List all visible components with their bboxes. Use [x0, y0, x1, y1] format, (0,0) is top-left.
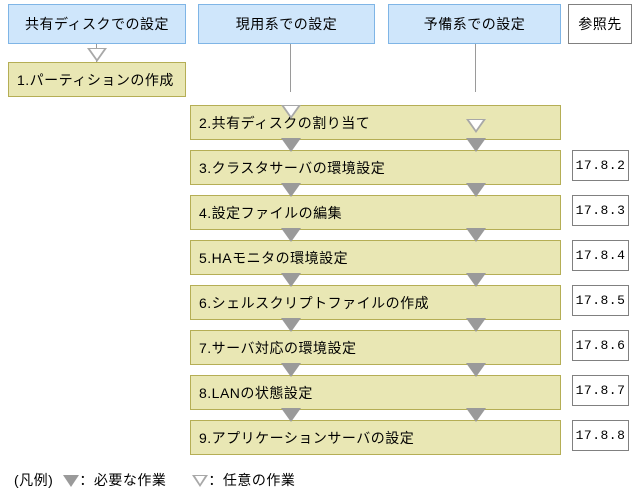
reference-box-5[interactable]: 17.8.4: [572, 240, 629, 271]
filled-down-triangle-icon-standby-5-6: [466, 273, 486, 287]
legend-required-label: ：必要な作業: [79, 472, 167, 488]
column-header-label: 現用系での設定: [235, 16, 338, 32]
reference-label: 17.8.5: [575, 293, 626, 308]
filled-down-triangle-icon-active-3-4: [281, 183, 301, 197]
task-box-2[interactable]: 2.共有ディスクの割り当て: [190, 105, 561, 140]
task-box-9[interactable]: 9.アプリケーションサーバの設定: [190, 420, 561, 455]
filled-down-triangle-icon-active-7-8: [281, 363, 301, 377]
reference-box-9[interactable]: 17.8.8: [572, 420, 629, 451]
filled-down-triangle-icon-standby-8-9: [466, 408, 486, 422]
hollow-down-triangle-icon-active-to-task-2: [281, 105, 301, 119]
task-label: 2.共有ディスクの割り当て: [199, 114, 371, 131]
connector-line-active-system: [290, 44, 291, 92]
reference-label: 17.8.7: [575, 383, 626, 398]
column-header-shared-disk: 共有ディスクでの設定: [8, 4, 186, 44]
filled-down-triangle-icon-standby-2-3: [466, 138, 486, 152]
filled-down-triangle-icon-active-8-9: [281, 408, 301, 422]
reference-box-7[interactable]: 17.8.6: [572, 330, 629, 361]
column-header-label: 参照先: [578, 16, 622, 32]
task-label: 7.サーバ対応の環境設定: [199, 339, 357, 356]
task-label: 6.シェルスクリプトファイルの作成: [199, 294, 430, 311]
task-label: 3.クラスタサーバの環境設定: [199, 159, 386, 176]
filled-down-triangle-icon-active-6-7: [281, 318, 301, 332]
task-box-5[interactable]: 5.HAモニタの環境設定: [190, 240, 561, 275]
column-header-label: 共有ディスクでの設定: [24, 16, 170, 32]
task-label: 9.アプリケーションサーバの設定: [199, 429, 415, 446]
filled-down-triangle-icon-standby-3-4: [466, 183, 486, 197]
task-label: 8.LANの状態設定: [199, 384, 313, 401]
legend: (凡例) ：必要な作業 ：任意の作業: [14, 470, 295, 490]
task-label: 1.パーティションの作成: [17, 71, 174, 88]
reference-label: 17.8.2: [575, 158, 626, 173]
reference-label: 17.8.6: [575, 338, 626, 353]
task-label: 5.HAモニタの環境設定: [199, 249, 349, 266]
filled-down-triangle-icon-active-2-3: [281, 138, 301, 152]
hollow-down-triangle-icon: [192, 475, 209, 487]
filled-down-triangle-icon-active-4-5: [281, 228, 301, 242]
column-header-reference: 参照先: [568, 4, 632, 44]
filled-down-triangle-icon-standby-6-7: [466, 318, 486, 332]
task-label: 4.設定ファイルの編集: [199, 204, 343, 221]
task-box-6[interactable]: 6.シェルスクリプトファイルの作成: [190, 285, 561, 320]
filled-down-triangle-icon-standby-4-5: [466, 228, 486, 242]
filled-down-triangle-icon-standby-7-8: [466, 363, 486, 377]
filled-down-triangle-icon: [63, 475, 80, 487]
reference-box-8[interactable]: 17.8.7: [572, 375, 629, 406]
hollow-down-triangle-icon-standby-to-task-2: [466, 119, 486, 133]
task-box-3[interactable]: 3.クラスタサーバの環境設定: [190, 150, 561, 185]
task-box-4[interactable]: 4.設定ファイルの編集: [190, 195, 561, 230]
hollow-down-triangle-icon-to-task-1: [87, 48, 107, 62]
column-header-standby-system: 予備系での設定: [388, 4, 561, 44]
column-header-active-system: 現用系での設定: [198, 4, 375, 44]
reference-label: 17.8.8: [575, 428, 626, 443]
reference-box-3[interactable]: 17.8.2: [572, 150, 629, 181]
legend-optional-label: ：任意の作業: [208, 472, 296, 488]
task-box-7[interactable]: 7.サーバ対応の環境設定: [190, 330, 561, 365]
column-header-label: 予備系での設定: [423, 16, 526, 32]
legend-title: (凡例): [14, 472, 54, 488]
task-box-8[interactable]: 8.LANの状態設定: [190, 375, 561, 410]
connector-line-standby-system: [475, 44, 476, 92]
task-box-1[interactable]: 1.パーティションの作成: [8, 62, 186, 97]
reference-box-6[interactable]: 17.8.5: [572, 285, 629, 316]
reference-label: 17.8.3: [575, 203, 626, 218]
reference-box-4[interactable]: 17.8.3: [572, 195, 629, 226]
reference-label: 17.8.4: [575, 248, 626, 263]
filled-down-triangle-icon-active-5-6: [281, 273, 301, 287]
